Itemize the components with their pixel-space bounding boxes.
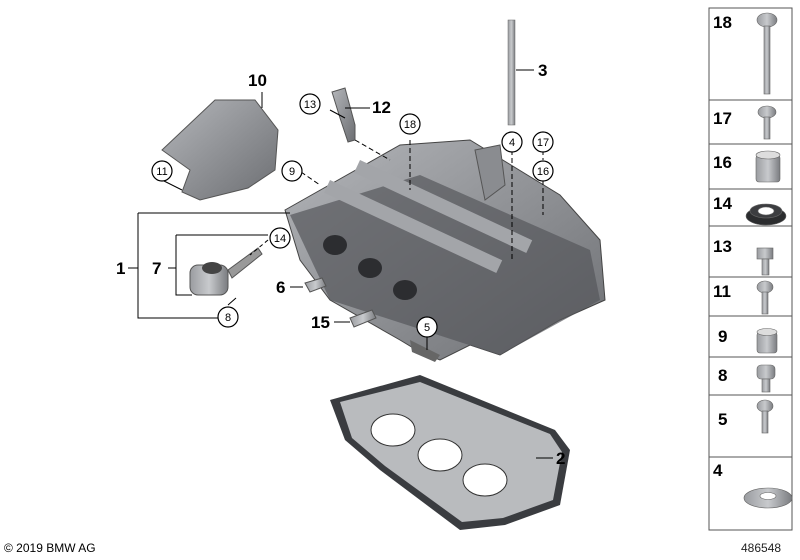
long-bolt-icon xyxy=(756,12,778,95)
panel-label-4[interactable]: 4 xyxy=(713,461,723,480)
fuel-pump xyxy=(189,247,263,296)
callout-7[interactable]: 7 xyxy=(152,259,161,278)
cylinder-head xyxy=(284,139,606,362)
panel-label-5[interactable]: 5 xyxy=(718,410,727,429)
callout-18[interactable]: 18 xyxy=(404,119,416,131)
small-sleeve-icon xyxy=(756,328,778,354)
callout-16[interactable]: 16 xyxy=(537,166,549,178)
panel-label-18[interactable]: 18 xyxy=(713,13,732,32)
sleeve-icon xyxy=(755,150,781,183)
callout-6[interactable]: 6 xyxy=(276,278,285,297)
short-bolt-icon xyxy=(757,105,777,140)
callout-13[interactable]: 13 xyxy=(304,99,316,111)
callout-17[interactable]: 17 xyxy=(537,137,549,149)
callout-4[interactable]: 4 xyxy=(509,137,515,149)
sensor-15 xyxy=(349,309,377,328)
head-bolt-3 xyxy=(507,19,516,126)
callout-3[interactable]: 3 xyxy=(538,61,547,80)
callout-15[interactable]: 15 xyxy=(311,313,330,332)
plain-callouts: 1 7 10 12 3 6 15 2 xyxy=(116,61,565,468)
panel-label-16[interactable]: 16 xyxy=(713,153,732,172)
sensor-6 xyxy=(304,277,327,293)
drawing-number: 486548 xyxy=(741,541,782,555)
panel-label-14[interactable]: 14 xyxy=(713,194,732,213)
callout-14[interactable]: 14 xyxy=(274,233,286,245)
callout-11[interactable]: 11 xyxy=(156,166,167,178)
flange-bolt-icon xyxy=(756,280,774,315)
panel-label-9[interactable]: 9 xyxy=(718,327,727,346)
circled-callouts xyxy=(151,93,554,338)
engine-bracket xyxy=(161,99,279,201)
panel-label-13[interactable]: 13 xyxy=(713,237,732,256)
leader-lines xyxy=(128,69,553,459)
callout-1[interactable]: 1 xyxy=(116,259,125,278)
copyright-text: © 2019 BMW AG xyxy=(4,541,96,555)
washer-icon xyxy=(743,487,793,509)
callout-2[interactable]: 2 xyxy=(556,449,565,468)
callout-9[interactable]: 9 xyxy=(289,166,295,178)
seal-ring-icon xyxy=(745,203,787,226)
panel-label-11[interactable]: 11 xyxy=(713,282,731,301)
hex-bolt-icon xyxy=(756,247,774,276)
parts-panel: 18 17 16 14 13 11 9 8 5 4 xyxy=(708,7,793,531)
callout-12[interactable]: 12 xyxy=(372,98,391,117)
lifting-eye xyxy=(331,87,356,143)
callout-5[interactable]: 5 xyxy=(424,322,430,334)
torx-bolt-icon xyxy=(756,364,776,393)
head-gasket xyxy=(330,375,570,530)
panel-label-17[interactable]: 17 xyxy=(713,109,732,128)
callout-8[interactable]: 8 xyxy=(225,312,231,324)
collar-bolt-icon xyxy=(756,399,774,434)
callout-10[interactable]: 10 xyxy=(248,71,267,90)
panel-label-8[interactable]: 8 xyxy=(718,366,727,385)
